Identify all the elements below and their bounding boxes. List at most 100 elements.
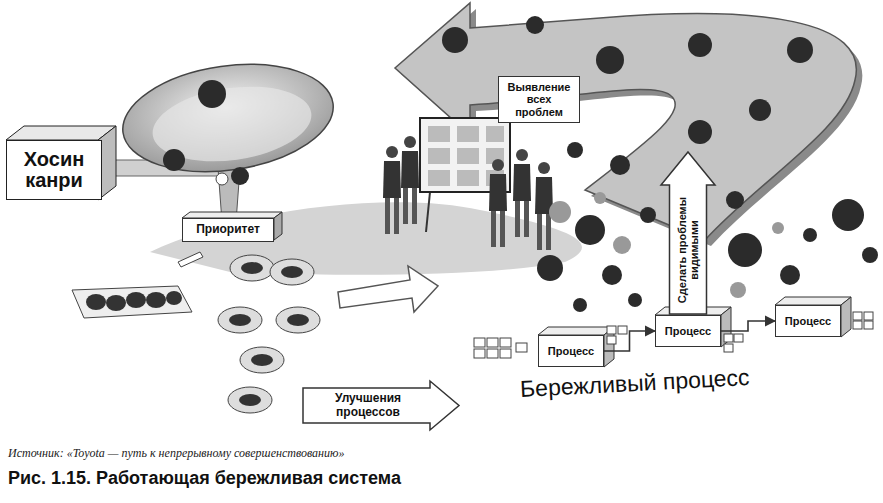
inventory-stacks bbox=[618, 326, 627, 334]
problem-dots bbox=[613, 236, 631, 254]
problem-dots bbox=[537, 255, 563, 281]
ring-targets bbox=[228, 387, 272, 413]
problem-dots bbox=[862, 247, 878, 263]
problem-dots bbox=[688, 33, 712, 57]
team-people bbox=[383, 136, 553, 250]
process-label: Процесс bbox=[665, 325, 711, 337]
ring-targets bbox=[239, 394, 261, 406]
process-faces bbox=[841, 297, 851, 337]
problem-dots bbox=[726, 191, 744, 209]
ring-targets bbox=[241, 262, 263, 274]
problem-dots bbox=[787, 37, 813, 63]
conveyor-tray bbox=[72, 286, 192, 318]
arrow-label: Сделать проблемы видимыми bbox=[676, 191, 700, 309]
process-faces bbox=[775, 297, 851, 305]
team-people bbox=[401, 136, 419, 224]
problem-dots bbox=[442, 27, 468, 53]
ring-targets bbox=[287, 314, 309, 326]
arrow-outline bbox=[661, 152, 715, 314]
problem-dots bbox=[526, 16, 544, 34]
team-board bbox=[457, 148, 479, 164]
problem-dots bbox=[602, 265, 622, 285]
middle-arrow bbox=[338, 266, 438, 312]
hoshin-kanri-box: Хосин канри bbox=[6, 140, 102, 200]
ring-targets bbox=[229, 314, 251, 326]
source-note: Источник: «Toyota — путь к непрерывному … bbox=[8, 446, 345, 461]
hoshin-dish bbox=[163, 149, 185, 171]
problem-dots bbox=[730, 282, 746, 298]
problem-dots bbox=[749, 99, 771, 121]
team-board bbox=[457, 126, 479, 142]
ring-targets bbox=[276, 307, 320, 333]
feedback-arrow bbox=[395, 3, 856, 240]
problem-dots bbox=[442, 16, 878, 312]
hoshin-dish bbox=[96, 52, 340, 222]
team-people bbox=[489, 159, 507, 247]
team-board bbox=[486, 126, 504, 142]
problem-dots bbox=[640, 207, 656, 223]
ring-targets bbox=[281, 266, 303, 278]
problem-dots bbox=[594, 192, 606, 204]
process-box: Процесс bbox=[655, 315, 721, 347]
conveyor-tray bbox=[126, 292, 146, 308]
problem-dots bbox=[596, 46, 624, 74]
visibility-arrow: Сделать проблемы видимыми bbox=[660, 151, 716, 315]
problem-dots bbox=[832, 199, 864, 231]
process-label: Процесс bbox=[548, 345, 594, 357]
problem-dots bbox=[549, 201, 571, 223]
pointer bbox=[178, 252, 203, 267]
inventory-stacks bbox=[474, 338, 485, 347]
plate-faces bbox=[274, 212, 282, 240]
priority-plate: Приоритет bbox=[182, 218, 274, 242]
process-label: Процесс bbox=[785, 315, 831, 327]
cube-faces bbox=[6, 126, 116, 200]
hoshin-dish bbox=[198, 80, 226, 108]
inventory-stacks bbox=[853, 312, 862, 320]
inventory-stacks bbox=[864, 312, 873, 320]
team-people bbox=[535, 162, 553, 250]
flow-connector bbox=[604, 331, 655, 351]
problem-dots bbox=[688, 120, 712, 144]
improvement-arrow: Улучшения процессов bbox=[302, 380, 460, 431]
conveyor-tray bbox=[86, 294, 106, 310]
system-label: Бережливый процесс bbox=[519, 364, 750, 403]
middle-arrow bbox=[338, 266, 438, 312]
team-board bbox=[428, 170, 450, 186]
problem-dots bbox=[610, 155, 630, 175]
ring-targets bbox=[240, 347, 284, 373]
inventory-stacks bbox=[487, 338, 498, 347]
conveyor-tray bbox=[146, 292, 166, 308]
process-box: Процесс bbox=[538, 335, 604, 367]
inventory-stacks bbox=[853, 321, 862, 329]
flow-connector bbox=[721, 321, 775, 331]
hoshin-dish bbox=[148, 77, 316, 171]
inventory-stacks bbox=[864, 321, 873, 329]
team-board bbox=[428, 126, 450, 142]
pointer bbox=[178, 252, 203, 267]
team-people bbox=[513, 149, 531, 237]
inventory-stacks bbox=[516, 343, 527, 352]
team-people bbox=[383, 146, 401, 234]
conveyor-tray bbox=[106, 295, 126, 311]
figure-caption: Рис. 1.15. Работающая бережливая система bbox=[8, 468, 401, 489]
inventory-stacks bbox=[500, 338, 511, 347]
arrow-label: Улучшения процессов bbox=[313, 392, 423, 418]
ring-targets bbox=[230, 255, 274, 281]
inventory-stacks bbox=[500, 349, 511, 358]
inventory-stacks bbox=[734, 334, 743, 342]
plate-label: Приоритет bbox=[196, 223, 260, 236]
hoshin-dish bbox=[116, 52, 340, 184]
process-box: Процесс bbox=[775, 305, 841, 337]
feedback-arrow bbox=[395, 3, 862, 246]
team-board bbox=[428, 148, 450, 164]
problem-dots bbox=[803, 228, 817, 242]
arrow-outline bbox=[303, 381, 459, 430]
inventory-stacks bbox=[607, 326, 616, 334]
problem-tag: Выявление всех проблем bbox=[498, 76, 580, 123]
problem-dots bbox=[772, 222, 784, 234]
tag-label: Выявление всех проблем bbox=[504, 81, 574, 117]
conveyor-tray bbox=[166, 291, 182, 305]
